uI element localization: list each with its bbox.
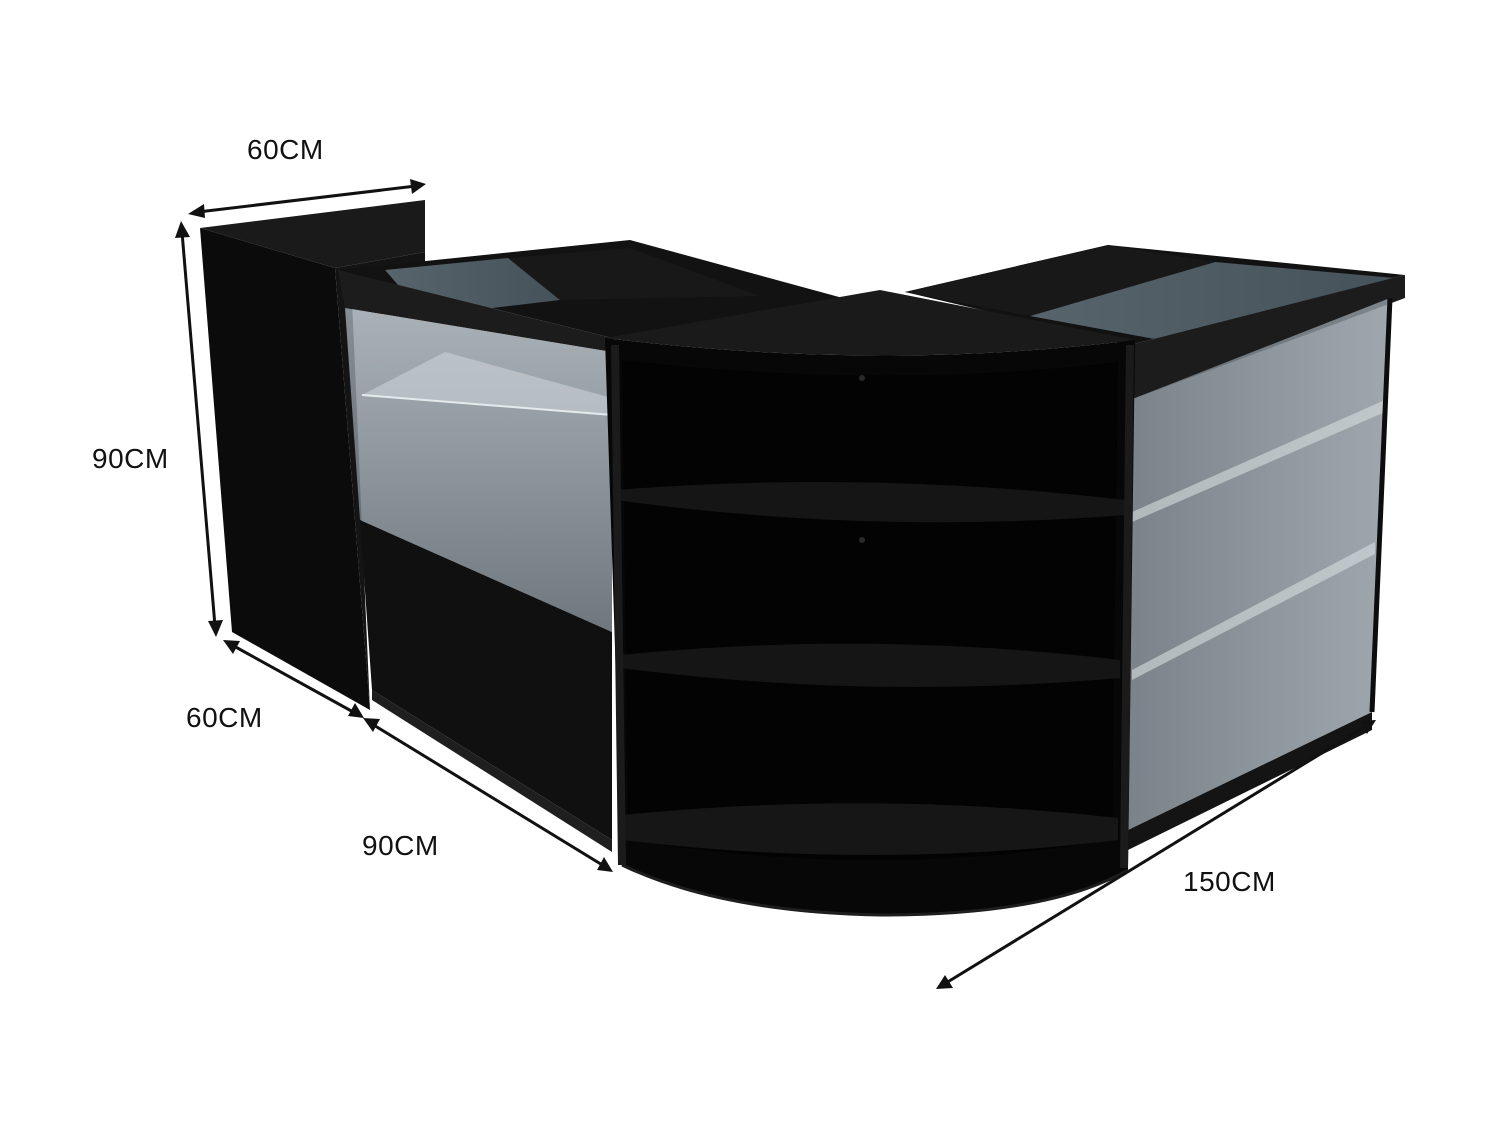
right-display-counter [905, 245, 1405, 850]
dimension-lines [175, 179, 1376, 989]
left-length-label: 90CM [362, 830, 439, 861]
height-label: 90CM [92, 443, 169, 474]
corner-shelf-1 [615, 482, 1125, 523]
corner-shelf-unit [605, 290, 1135, 917]
top-width-label: 60CM [247, 134, 324, 165]
right-glass-top [1030, 262, 1395, 340]
side-depth-label: 60CM [186, 702, 263, 733]
right-length-label: 150CM [1183, 866, 1276, 897]
corner-shelf-base [622, 803, 1118, 855]
left-display-counter [338, 240, 850, 852]
corner-shelf-2 [620, 643, 1120, 687]
